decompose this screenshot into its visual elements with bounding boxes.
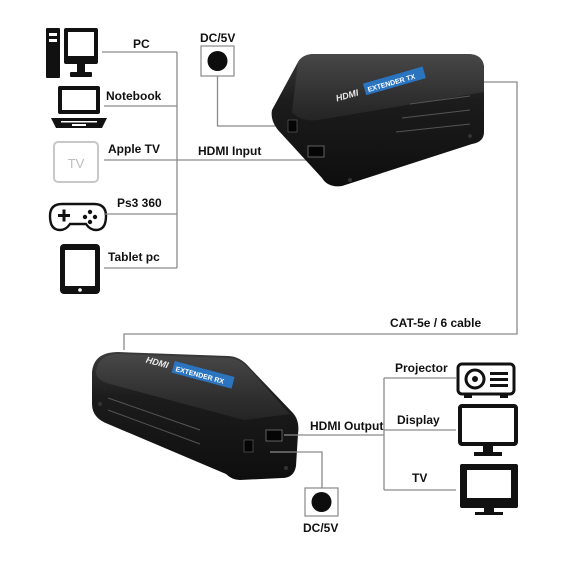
transmitter-unit: HDMI EXTENDER TX xyxy=(271,54,484,187)
tv-icon xyxy=(460,464,518,515)
projector-icon xyxy=(456,362,516,398)
cat-cable-label: CAT-5e / 6 cable xyxy=(390,316,481,330)
source-label-pc: PC xyxy=(133,37,150,51)
output-label-display: Display xyxy=(397,413,440,427)
display-icon xyxy=(458,404,518,456)
apple-tv-icon-text: TV xyxy=(68,156,85,171)
output-wiring xyxy=(284,377,456,491)
apple-tv-icon: TV xyxy=(53,141,99,183)
hdmi-input-label: HDMI Input xyxy=(198,144,261,158)
tablet-icon xyxy=(60,244,100,294)
tx-power-jack-icon xyxy=(207,51,228,71)
tx-power-label: DC/5V xyxy=(200,31,235,45)
source-label-tablet: Tablet pc xyxy=(108,250,160,264)
rx-hdmi-port xyxy=(265,429,283,442)
source-label-notebook: Notebook xyxy=(106,89,162,103)
gamepad-icon xyxy=(48,202,108,232)
tx-hdmi-port xyxy=(307,145,325,158)
hdmi-output-label: HDMI Output xyxy=(310,419,383,433)
source-label-apple-tv: Apple TV xyxy=(108,142,160,156)
source-label-ps3: Ps3 360 xyxy=(117,196,162,210)
rx-stripe xyxy=(171,360,235,389)
rx-power-jack-icon xyxy=(311,492,332,512)
receiver-unit: HDMI EXTENDER RX xyxy=(92,352,299,480)
cat-cable-wire xyxy=(123,81,518,350)
source-wiring xyxy=(102,51,318,269)
rx-dc-port xyxy=(243,439,254,453)
notebook-icon xyxy=(51,86,107,128)
tx-stripe xyxy=(362,66,426,96)
tx-dc-port xyxy=(287,119,298,133)
output-label-projector: Projector xyxy=(395,361,448,375)
pc-icon xyxy=(46,28,98,78)
output-label-tv: TV xyxy=(412,471,427,485)
rx-power-label: DC/5V xyxy=(303,521,338,535)
